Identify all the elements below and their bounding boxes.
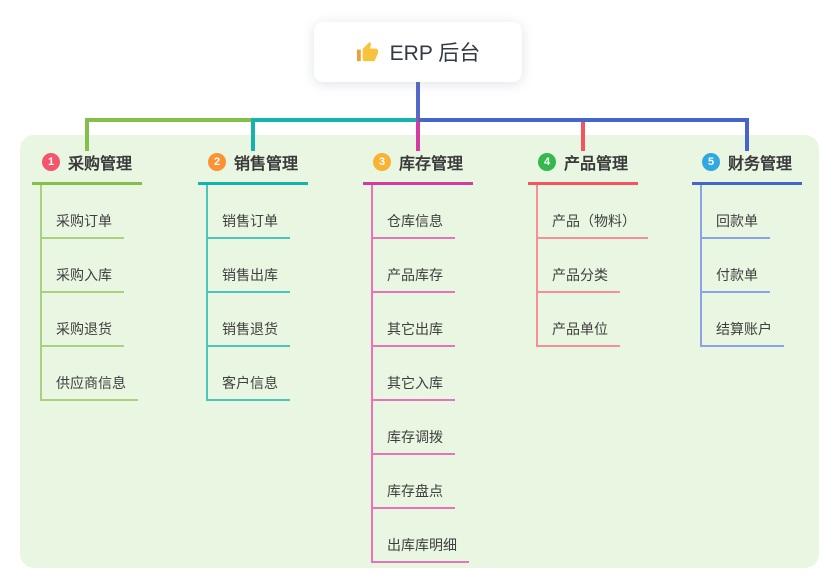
child-node[interactable]: 采购退货 (42, 293, 124, 347)
branch-label: 财务管理 (728, 156, 793, 173)
branch-label: 产品管理 (564, 156, 629, 173)
branch-children: 采购订单 采购入库 采购退货 供应商信息 (40, 185, 142, 401)
branch-children: 销售订单 销售出库 销售退货 客户信息 (206, 185, 308, 401)
branch-children: 回款单 付款单 结算账户 (700, 185, 802, 347)
child-node[interactable]: 出库库明细 (373, 509, 469, 563)
branch-node-finance[interactable]: 5 财务管理 (692, 145, 802, 185)
branch-badge: 2 (208, 153, 226, 171)
branch-children: 仓库信息 产品库存 其它出库 其它入库 库存调拨 库存盘点 出库库明细 (371, 185, 473, 563)
branch-label: 采购管理 (68, 156, 133, 173)
branch-badge: 5 (702, 153, 720, 171)
branch-children: 产品（物料） 产品分类 产品单位 (536, 185, 648, 347)
child-node[interactable]: 供应商信息 (42, 347, 138, 401)
branch-node-sales[interactable]: 2 销售管理 (198, 145, 308, 185)
child-node[interactable]: 结算账户 (702, 293, 784, 347)
branch-sales-management: 2 销售管理 销售订单 销售出库 销售退货 客户信息 (198, 145, 308, 401)
child-node[interactable]: 销售退货 (208, 293, 290, 347)
branch-node-purchase[interactable]: 1 采购管理 (32, 145, 142, 185)
child-node[interactable]: 销售出库 (208, 239, 290, 293)
branch-badge: 1 (42, 153, 60, 171)
child-node[interactable]: 产品分类 (538, 239, 620, 293)
branch-finance-management: 5 财务管理 回款单 付款单 结算账户 (692, 145, 802, 347)
child-node[interactable]: 仓库信息 (373, 185, 455, 239)
child-node[interactable]: 回款单 (702, 185, 770, 239)
child-node[interactable]: 产品（物料） (538, 185, 648, 239)
branch-inventory-management: 3 库存管理 仓库信息 产品库存 其它出库 其它入库 库存调拨 库存盘点 出库库… (363, 145, 473, 563)
root-node[interactable]: ERP 后台 (314, 22, 522, 82)
child-node[interactable]: 库存调拨 (373, 401, 455, 455)
child-node[interactable]: 库存盘点 (373, 455, 455, 509)
branch-purchase-management: 1 采购管理 采购订单 采购入库 采购退货 供应商信息 (32, 145, 142, 401)
branch-badge: 3 (373, 153, 391, 171)
child-node[interactable]: 采购订单 (42, 185, 124, 239)
child-node[interactable]: 其它入库 (373, 347, 455, 401)
child-node[interactable]: 产品单位 (538, 293, 620, 347)
child-node[interactable]: 付款单 (702, 239, 770, 293)
branch-node-inventory[interactable]: 3 库存管理 (363, 145, 473, 185)
child-node[interactable]: 采购入库 (42, 239, 124, 293)
branch-label: 库存管理 (399, 156, 464, 173)
thumbs-up-icon (356, 41, 378, 61)
child-node[interactable]: 客户信息 (208, 347, 290, 401)
child-node[interactable]: 销售订单 (208, 185, 290, 239)
branches-background-panel (20, 135, 819, 568)
root-node-label: ERP 后台 (389, 42, 481, 65)
branch-badge: 4 (538, 153, 556, 171)
branch-node-product[interactable]: 4 产品管理 (528, 145, 638, 185)
branch-label: 销售管理 (234, 156, 299, 173)
child-node[interactable]: 其它出库 (373, 293, 455, 347)
child-node[interactable]: 产品库存 (373, 239, 455, 293)
branch-product-management: 4 产品管理 产品（物料） 产品分类 产品单位 (528, 145, 648, 347)
